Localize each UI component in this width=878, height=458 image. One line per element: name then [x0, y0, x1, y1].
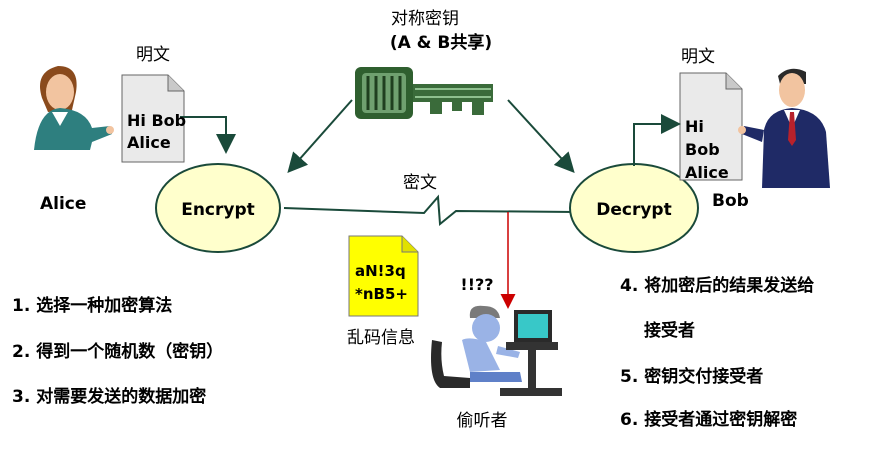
alice-document-icon: [121, 74, 185, 163]
alice-doc-label: 明文: [136, 45, 170, 65]
decrypt-label: Decrypt: [596, 200, 671, 220]
step-item: 1. 选择一种加密算法: [12, 295, 172, 316]
step-item: 6. 接受者通过密钥解密: [620, 409, 797, 430]
step-item-continued: 接受者: [644, 320, 695, 341]
step-item: 4. 将加密后的结果发送给: [620, 275, 814, 296]
alice-name: Alice: [40, 194, 86, 214]
channel-label: 密文: [403, 173, 437, 193]
cipher-line: *nB5+: [355, 285, 408, 303]
alice-doc-line: Hi Bob: [127, 111, 186, 130]
alice-avatar: [34, 66, 114, 150]
alice-doc-line: Alice: [127, 133, 171, 152]
alice-to-encrypt-arrow: [180, 116, 236, 154]
bob-doc-line: Alice: [685, 163, 729, 182]
eavesdropper-label: 偷听者: [457, 411, 508, 431]
key-to-decrypt-arrow: [507, 99, 575, 173]
cipher-line: aN!3q: [355, 262, 406, 280]
step-item: 5. 密钥交付接受者: [620, 366, 763, 387]
ciphertext-channel: [283, 194, 576, 226]
step-item: 3. 对需要发送的数据加密: [12, 386, 206, 407]
key-subtitle: (A & B共享): [390, 32, 492, 53]
decrypt-to-bob-arrow: [633, 114, 681, 166]
cipher-label: 乱码信息: [347, 328, 415, 348]
key-title: 对称密钥: [391, 9, 459, 29]
encrypt-label: Encrypt: [181, 200, 255, 220]
bob-document-icon: [679, 72, 743, 181]
bob-doc-label: 明文: [681, 47, 715, 67]
key-to-encrypt-arrow: [287, 99, 353, 173]
cipher-document-icon: [348, 235, 419, 317]
key-icon: [355, 67, 493, 119]
bob-name: Bob: [712, 191, 749, 211]
bob-avatar: [738, 68, 830, 188]
bob-doc-line: Hi: [685, 117, 704, 136]
eavesdropper-exclaim: !!??: [460, 275, 493, 294]
bob-doc-line: Bob: [685, 140, 720, 159]
encrypt-node: [155, 163, 281, 253]
step-item: 2. 得到一个随机数（密钥）: [12, 341, 223, 362]
eavesdropper-avatar: [431, 305, 562, 396]
